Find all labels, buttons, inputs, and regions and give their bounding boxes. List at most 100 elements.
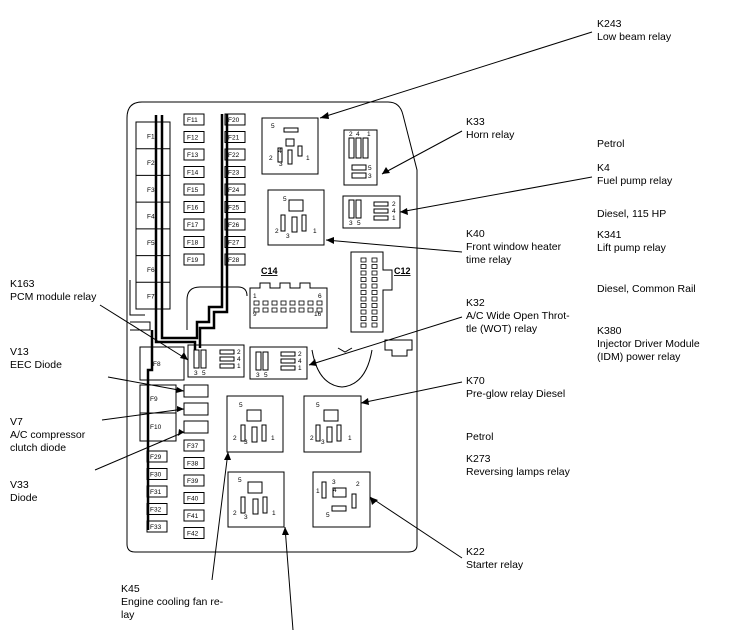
- fuse-f4: F4: [147, 214, 155, 221]
- fuse-f20: [224, 113, 246, 126]
- fuse-f26: [224, 218, 246, 231]
- fuse-f31: [146, 485, 168, 498]
- label-k380-code: K380: [597, 325, 622, 337]
- relay-k163: 3 5 2 4 1: [187, 344, 245, 378]
- label-k22-code: K22: [466, 546, 485, 558]
- fuse-f3: F3: [147, 187, 155, 194]
- fuse-label-f37: F37: [187, 443, 199, 450]
- label-k45-desc1: Engine cooling fan re-: [121, 596, 224, 608]
- svg-text:F10: F10: [150, 424, 162, 431]
- label-petrol-2: Petrol: [466, 431, 493, 444]
- connector-c14: C14 1 6 9 16: [249, 266, 328, 329]
- fuse-label-f24: F24: [228, 187, 240, 194]
- fuse-label-f18: F18: [187, 240, 199, 247]
- fuse-label-f30: F30: [150, 472, 162, 479]
- fuse-label-f19: F19: [187, 257, 199, 264]
- svg-text:5: 5: [239, 402, 243, 409]
- fuse-f27: [224, 236, 246, 248]
- label-k40: K40 Front window heater time relay: [466, 228, 561, 267]
- label-k70-desc: Pre-glow relay Diesel: [466, 388, 566, 400]
- svg-text:3: 3: [286, 233, 290, 240]
- svg-text:4: 4: [298, 358, 302, 365]
- fuse-label-f14: F14: [187, 170, 199, 177]
- label-k273-desc: Reversing lamps relay: [466, 466, 570, 478]
- svg-text:1: 1: [253, 293, 257, 300]
- label-k341: K341 Lift pump relay: [597, 229, 666, 255]
- svg-text:1: 1: [367, 131, 371, 138]
- fuse-f37: [183, 439, 205, 452]
- svg-text:4: 4: [392, 208, 396, 215]
- label-k40-desc2: time relay: [466, 254, 512, 266]
- svg-text:F8: F8: [153, 361, 161, 368]
- fuse-f7: F7: [147, 294, 155, 301]
- fuse-label-f23: F23: [228, 170, 240, 177]
- fuse-label-f20: F20: [228, 117, 240, 124]
- label-k341-code: K341: [597, 229, 622, 241]
- label-k163-desc: PCM module relay: [10, 291, 97, 303]
- label-k243: K243 Low beam relay: [597, 18, 671, 44]
- fuse-label-f39: F39: [187, 478, 199, 485]
- fuse-label-f22: F22: [228, 152, 240, 159]
- svg-text:5: 5: [316, 402, 320, 409]
- diode-v13: [183, 384, 209, 398]
- fuse-f24: [224, 183, 246, 196]
- fuse-f19: [183, 253, 205, 266]
- svg-text:3: 3: [368, 173, 372, 180]
- fuse-label-f33: F33: [150, 524, 162, 531]
- fuse-f2: F2: [147, 160, 155, 167]
- relay-k22: 1 3 4 2 5: [312, 471, 371, 528]
- label-v13-code: V13: [10, 346, 29, 358]
- svg-text:3: 3: [244, 514, 248, 521]
- label-k40-desc1: Front window heater: [466, 241, 562, 253]
- svg-text:5: 5: [326, 512, 330, 519]
- label-k4-code: K4: [597, 162, 610, 174]
- svg-text:4: 4: [278, 148, 282, 155]
- fuse-f16: [183, 201, 205, 213]
- diode-v33: [183, 420, 209, 434]
- fuse-label-f38: F38: [187, 461, 199, 468]
- label-k32-desc1: A/C Wide Open Throt-: [466, 310, 570, 322]
- label-v33-desc: Diode: [10, 492, 38, 504]
- fuse-f38: [183, 457, 205, 469]
- label-k33: K33 Horn relay: [466, 116, 514, 142]
- label-k45-desc2: lay: [121, 609, 135, 621]
- mid-fuse-block: F8 F9 F10: [139, 346, 209, 442]
- svg-text:5: 5: [271, 123, 275, 130]
- fuse-label-f11: F11: [187, 117, 198, 124]
- label-k32-code: K32: [466, 297, 485, 309]
- svg-text:5: 5: [368, 165, 372, 172]
- label-petrol-1-text: Petrol: [597, 138, 625, 150]
- fuse-f23: [224, 166, 246, 178]
- label-v7-desc2: clutch diode: [10, 442, 67, 454]
- svg-text:6: 6: [318, 293, 322, 300]
- label-k22-desc: Starter relay: [466, 559, 524, 571]
- label-k70: K70 Pre-glow relay Diesel: [466, 375, 565, 401]
- label-k380: K380 Injector Driver Module (IDM) power …: [597, 325, 700, 364]
- svg-text:3: 3: [194, 370, 198, 377]
- svg-text:2: 2: [275, 228, 279, 235]
- label-k273: K273 Reversing lamps relay: [466, 453, 570, 479]
- fuse-f12: [183, 131, 205, 143]
- svg-text:3: 3: [332, 479, 336, 486]
- label-v13-desc: EEC Diode: [10, 359, 62, 371]
- label-diesel-115: Diesel, 115 HP: [597, 208, 666, 221]
- svg-text:9: 9: [253, 311, 257, 318]
- label-diesel-cr-text: Diesel, Common Rail: [597, 283, 696, 295]
- label-v7-code: V7: [10, 416, 23, 428]
- label-k40-code: K40: [466, 228, 485, 240]
- label-k243-code: K243: [597, 18, 622, 30]
- fuse-label-f40: F40: [187, 496, 199, 503]
- svg-text:2: 2: [237, 349, 241, 356]
- svg-text:1: 1: [272, 510, 276, 517]
- leader-lines: [94, 31, 593, 630]
- svg-text:1: 1: [348, 435, 352, 442]
- fuse-f13: [183, 148, 205, 161]
- relay-k32: 3 5 2 4 1: [249, 346, 308, 380]
- label-k4-desc: Fuel pump relay: [597, 175, 673, 187]
- label-k341-desc: Lift pump relay: [597, 242, 666, 254]
- svg-text:5: 5: [264, 372, 268, 379]
